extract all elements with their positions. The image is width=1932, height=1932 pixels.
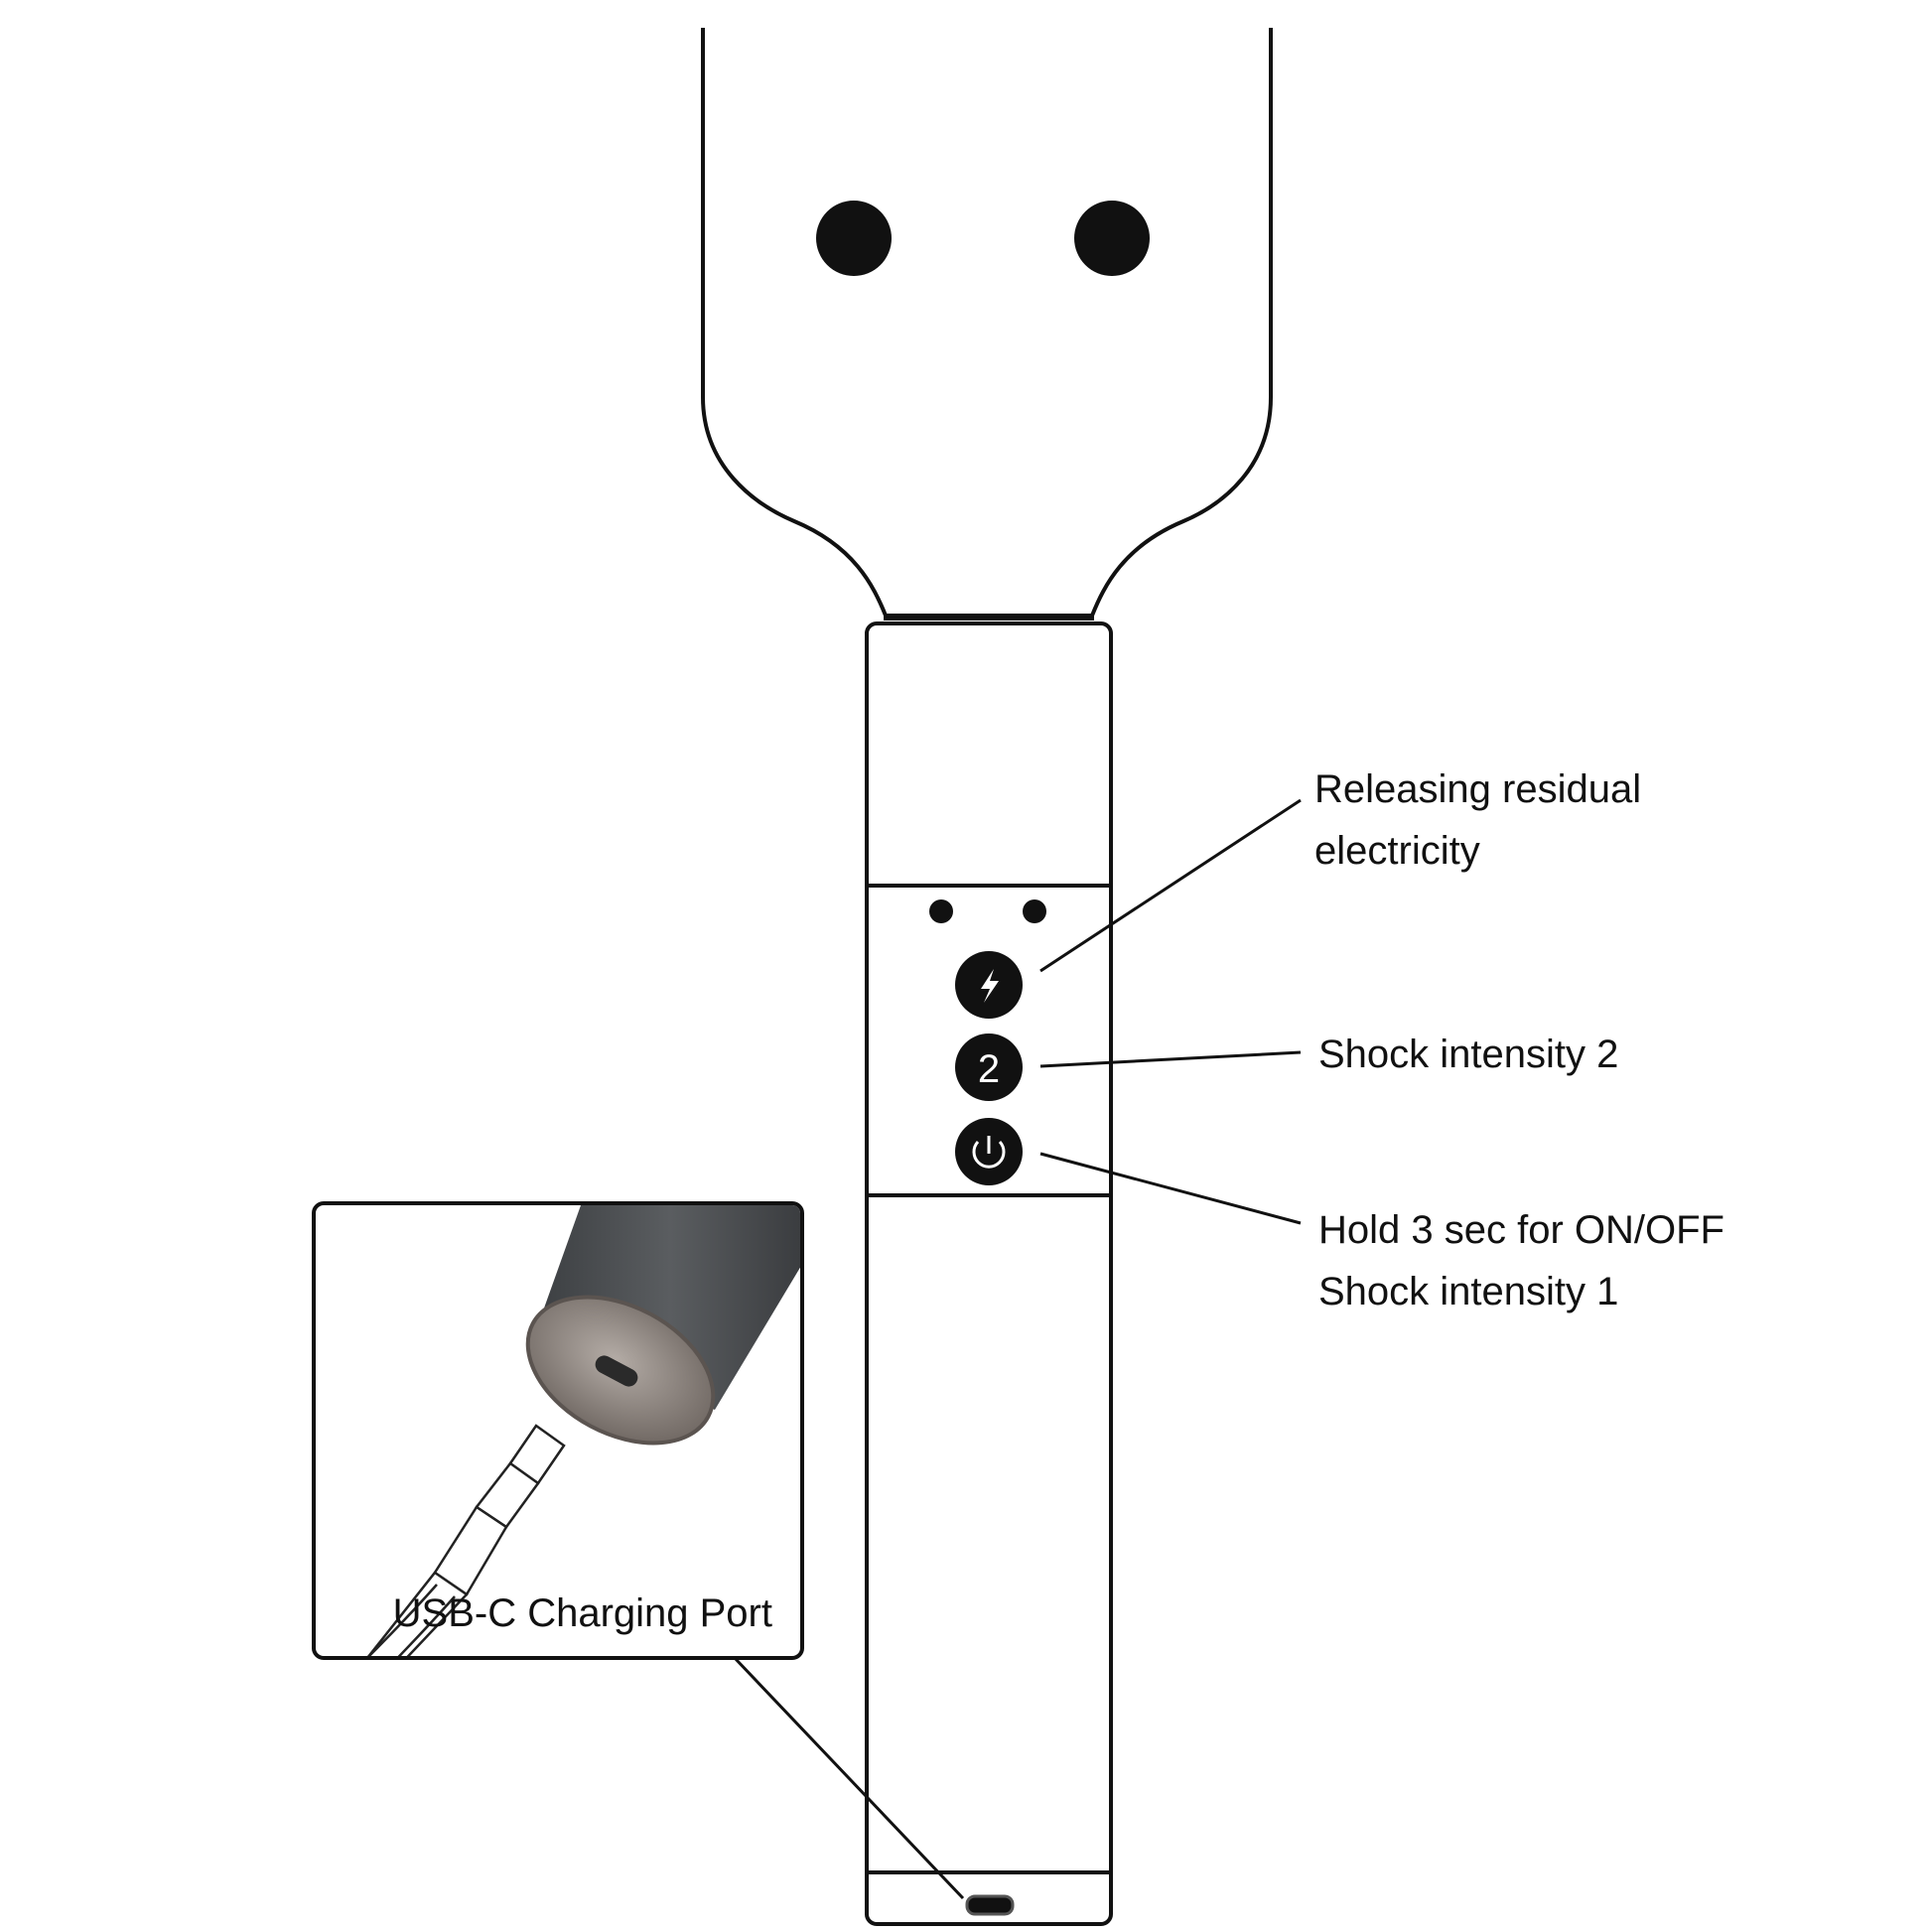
callout-release-line2: electricity: [1314, 829, 1480, 873]
device-usb-socket: [595, 1355, 638, 1387]
leader-intensity-2: [1039, 1050, 1302, 1068]
indicator-led-right: [1023, 899, 1046, 923]
usb-c-port[interactable]: [965, 1894, 1015, 1916]
handle-body: [865, 621, 1113, 1926]
release-button[interactable]: [955, 951, 1023, 1019]
usb-c-cable: [346, 1584, 456, 1656]
power-button[interactable]: [955, 1118, 1023, 1185]
paddle-electrode-right: [1074, 201, 1150, 276]
leader-power: [1039, 1152, 1302, 1225]
leader-usb: [733, 1656, 965, 1900]
indicator-led-left: [929, 899, 953, 923]
callout-power-line2: Shock intensity 1: [1318, 1270, 1618, 1313]
power-icon: [972, 1136, 1006, 1169]
paddle-head: [701, 28, 1273, 618]
intensity-2-glyph: 2: [978, 1047, 1000, 1091]
usb-inset-panel: USB-C Charging Port: [312, 1201, 804, 1660]
lightning-bolt-icon: [981, 969, 999, 1003]
usb-inset-label: USB-C Charging Port: [393, 1591, 772, 1635]
intensity-2-button[interactable]: 2: [955, 1034, 1023, 1101]
usb-c-plug: [364, 1424, 566, 1656]
leader-release: [1039, 798, 1302, 973]
paddle-electrode-left: [816, 201, 892, 276]
callout-power-line1: Hold 3 sec for ON/OFF: [1318, 1208, 1725, 1252]
callout-release-line1: Releasing residual: [1314, 767, 1641, 811]
callout-intensity-2: Shock intensity 2: [1318, 1033, 1618, 1076]
